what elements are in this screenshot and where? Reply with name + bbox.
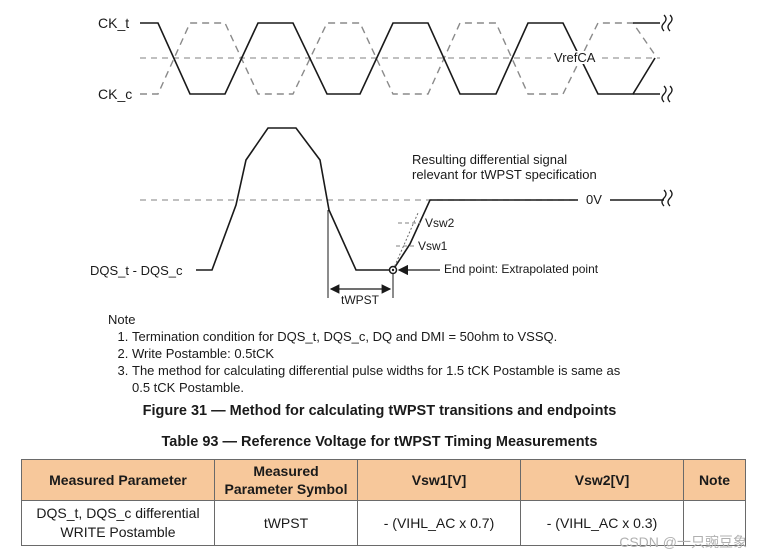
resulting-signal-label-1: Resulting differential signal — [412, 152, 568, 167]
cell-measured-parameter: DQS_t, DQS_c differential WRITE Postambl… — [21, 500, 215, 546]
header-vsw2: Vsw2[V] — [520, 459, 684, 501]
cell-vsw1: - (VIHL_AC x 0.7) — [357, 500, 521, 546]
watermark: CSDN @一只豌豆象 — [619, 534, 747, 550]
end-point-label: End point: Extrapolated point — [444, 262, 599, 276]
ck-t-waveform — [140, 22, 656, 95]
reference-voltage-table: Measured Parameter Measured Parameter Sy… — [21, 459, 746, 546]
twpst-label: tWPST — [341, 293, 379, 307]
header-measured-parameter: Measured Parameter — [21, 459, 215, 501]
figure-caption: Figure 31 — Method for calculating tWPST… — [142, 403, 617, 419]
zero-volt-label: 0V — [586, 192, 602, 207]
ck-t-label: CK_t — [98, 15, 130, 31]
dqs-label: DQS_t - DQS_c — [90, 263, 183, 278]
cell-note — [683, 500, 746, 546]
cell-parameter-symbol: tWPST — [214, 500, 358, 546]
ck-c-waveform — [140, 22, 656, 95]
resulting-signal-label-2: relevant for tWPST specification — [412, 167, 597, 182]
notes-title: Note — [108, 312, 136, 327]
table-row: DQS_t, DQS_c differential WRITE Postambl… — [21, 500, 746, 546]
note-item: The method for calculating differential … — [132, 362, 622, 396]
header-note: Note — [683, 459, 746, 501]
header-parameter-symbol: Measured Parameter Symbol — [214, 459, 358, 501]
note-item: Termination condition for DQS_t, DQS_c, … — [132, 328, 622, 345]
dqs-waveform — [196, 127, 578, 271]
note-item: Write Postamble: 0.5tCK — [132, 345, 622, 362]
break-mark-icon — [661, 14, 673, 207]
vsw1-label: Vsw1 — [418, 239, 448, 253]
table-caption: Table 93 — Reference Voltage for tWPST T… — [161, 434, 598, 450]
ck-c-label: CK_c — [98, 86, 133, 102]
header-vsw1: Vsw1[V] — [357, 459, 521, 501]
notes-block: Note Termination condition for DQS_t, DQ… — [108, 311, 622, 396]
table-header-row: Measured Parameter Measured Parameter Sy… — [21, 459, 746, 501]
vrefca-label: VrefCA — [551, 51, 599, 64]
vsw2-label: Vsw2 — [425, 216, 455, 230]
cell-vsw2: - (VIHL_AC x 0.3) — [520, 500, 684, 546]
